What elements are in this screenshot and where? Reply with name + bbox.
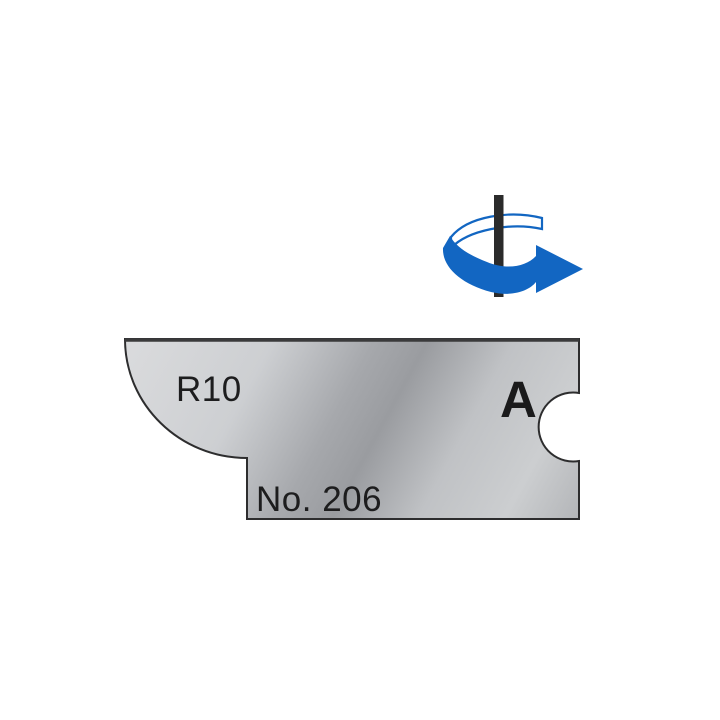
- rotation-axis-bar-icon: [494, 195, 504, 297]
- cutter-profile-plate: [123, 338, 580, 520]
- radius-label: R10: [176, 370, 242, 409]
- plate-shape: [123, 338, 580, 520]
- rotation-direction-icon: [442, 195, 583, 297]
- part-number-label: No. 206: [256, 480, 383, 519]
- rotation-arrow-icon: [442, 236, 583, 294]
- profile-letter-label: A: [500, 371, 537, 428]
